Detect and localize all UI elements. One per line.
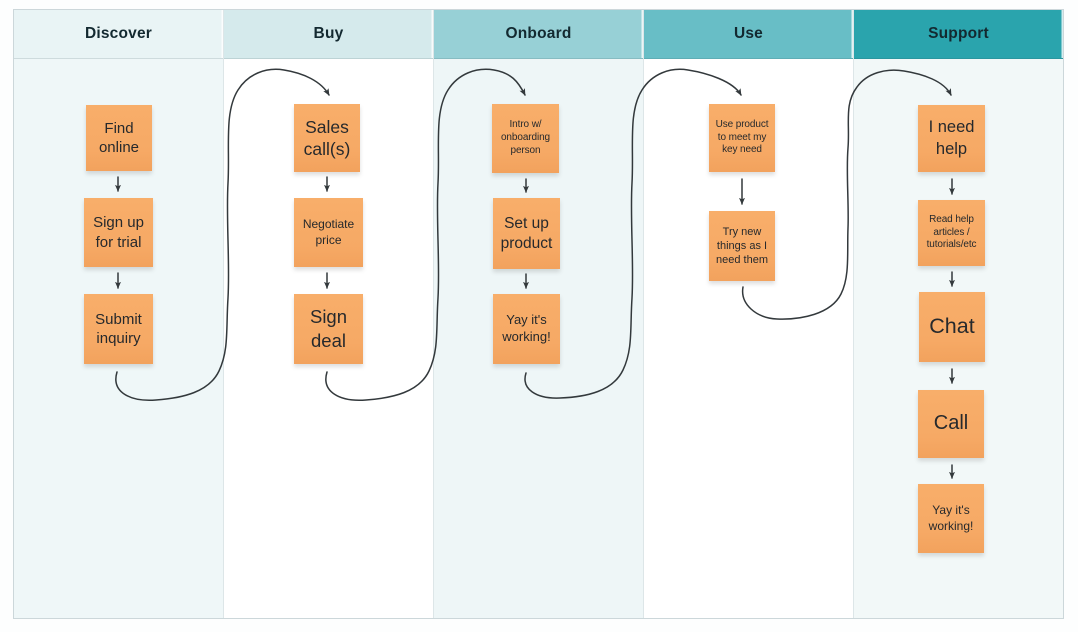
column-use: Use bbox=[644, 10, 854, 618]
sticky-note-sales-calls[interactable]: Sales call(s) bbox=[294, 104, 360, 172]
sticky-note-find-online[interactable]: Find online bbox=[86, 105, 152, 171]
sticky-note-read-help[interactable]: Read help articles / tutorials/etc bbox=[918, 200, 985, 266]
sticky-note-sign-deal[interactable]: Sign deal bbox=[294, 294, 363, 364]
sticky-note-chat[interactable]: Chat bbox=[919, 292, 985, 362]
sticky-note-yay-working-onboard[interactable]: Yay it's working! bbox=[493, 294, 560, 364]
sticky-note-sign-up-trial[interactable]: Sign up for trial bbox=[84, 198, 153, 267]
sticky-note-intro-onboarding[interactable]: Intro w/ onboarding person bbox=[492, 104, 559, 173]
column-header-buy[interactable]: Buy bbox=[224, 10, 433, 59]
sticky-note-negotiate-price[interactable]: Negotiate price bbox=[294, 198, 363, 267]
sticky-note-i-need-help[interactable]: I need help bbox=[918, 105, 985, 172]
sticky-note-use-product[interactable]: Use product to meet my key need bbox=[709, 104, 775, 172]
sticky-note-call[interactable]: Call bbox=[918, 390, 984, 458]
column-header-use[interactable]: Use bbox=[644, 10, 853, 59]
column-header-support[interactable]: Support bbox=[854, 10, 1063, 59]
column-header-discover[interactable]: Discover bbox=[14, 10, 223, 59]
column-header-onboard[interactable]: Onboard bbox=[434, 10, 643, 59]
sticky-note-submit-inquiry[interactable]: Submit inquiry bbox=[84, 294, 153, 364]
sticky-note-yay-working-support[interactable]: Yay it's working! bbox=[918, 484, 984, 553]
sticky-note-set-up-product[interactable]: Set up product bbox=[493, 198, 560, 269]
sticky-note-try-new-things[interactable]: Try new things as I need them bbox=[709, 211, 775, 281]
